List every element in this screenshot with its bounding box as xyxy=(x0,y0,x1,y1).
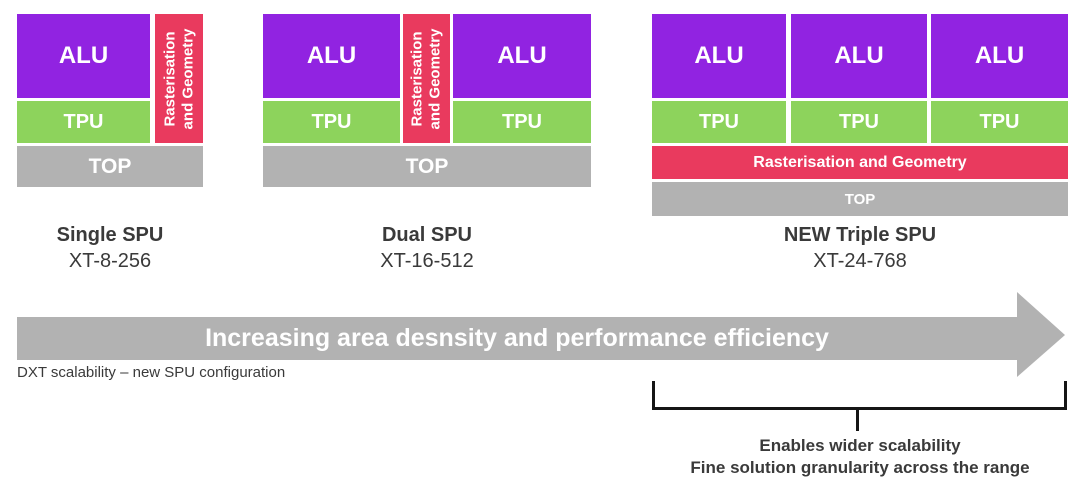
tpu-block: TPU xyxy=(263,101,400,143)
top-block: TOP xyxy=(263,146,591,187)
footnote: DXT scalability – new SPU configuration xyxy=(17,364,286,381)
bracket-right-tick xyxy=(1064,381,1067,410)
tpu-block: TPU xyxy=(17,101,150,143)
config-name: Single SPU xyxy=(56,224,164,246)
alu-block: ALU xyxy=(17,14,150,98)
alu-block: ALU xyxy=(263,14,400,98)
config-label-single: Single SPU XT-8-256 xyxy=(17,222,203,274)
tpu-block: TPU xyxy=(453,101,591,143)
config-name: NEW Triple SPU xyxy=(783,224,937,246)
alu-block: ALU xyxy=(652,14,786,98)
alu-block: ALU xyxy=(931,14,1068,98)
rasterisation-geometry-block-vertical: Rasterisation and Geometry xyxy=(155,14,203,143)
callout-line-1: Enables wider scalability xyxy=(759,436,961,455)
bracket-center-tick xyxy=(856,407,859,431)
callout-line-2: Fine solution granularity across the ran… xyxy=(690,457,1030,477)
tpu-block: TPU xyxy=(791,101,927,143)
bracket-horizontal xyxy=(652,407,1067,410)
bracket-left-tick xyxy=(652,381,655,410)
alu-block: ALU xyxy=(453,14,591,98)
rasterisation-geometry-block-horizontal: Rasterisation and Geometry xyxy=(652,146,1068,179)
config-label-dual: Dual SPU XT-16-512 xyxy=(263,222,591,274)
config-name: Dual SPU xyxy=(381,224,473,246)
rasterisation-geometry-label: Rasterisation and Geometry xyxy=(408,28,444,129)
top-block: TOP xyxy=(652,182,1068,216)
rasterisation-geometry-label: Rasterisation and Geometry xyxy=(161,28,196,129)
config-model: XT-16-512 xyxy=(380,250,474,272)
config-model: XT-8-256 xyxy=(68,250,152,272)
tpu-block: TPU xyxy=(931,101,1068,143)
tpu-block: TPU xyxy=(652,101,786,143)
scaling-arrow-head-icon xyxy=(1017,292,1065,377)
arrow-label: Increasing area desnsity and performance… xyxy=(205,324,829,352)
config-model: XT-24-768 xyxy=(813,250,907,272)
scaling-arrow: Increasing area desnsity and performance… xyxy=(17,317,1017,360)
callout: Enables wider scalability Fine solution … xyxy=(640,435,1080,478)
config-label-triple: NEW Triple SPU XT-24-768 xyxy=(652,222,1068,274)
rasterisation-geometry-block-vertical: Rasterisation and Geometry xyxy=(403,14,450,143)
alu-block: ALU xyxy=(791,14,927,98)
top-block: TOP xyxy=(17,146,203,187)
